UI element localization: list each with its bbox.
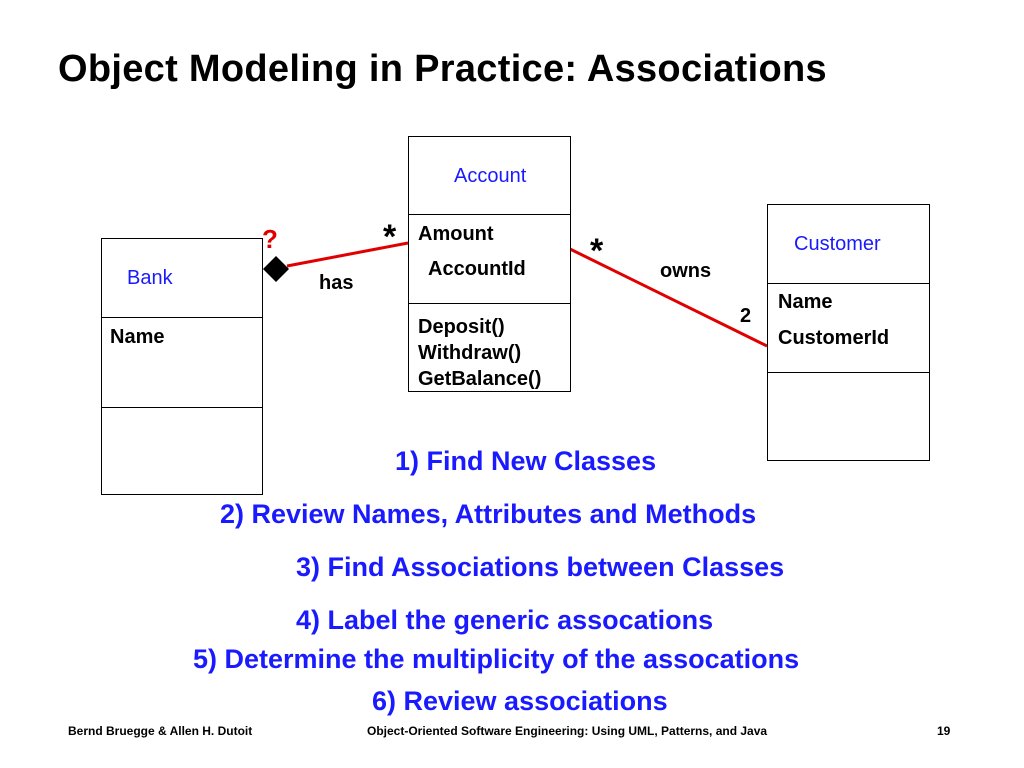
account-end-multiplicity-owns: * [590,232,604,270]
has-association-label: has [319,272,354,294]
account-attributes-compartment: Amount AccountId [409,214,570,303]
footer-page-number: 19 [937,724,951,738]
bank-end-multiplicity: ? [262,224,278,254]
step-1: 1) Find New Classes [395,446,657,476]
customer-attributes-compartment: Name CustomerId [768,283,929,372]
account-method-deposit: Deposit() [418,316,505,338]
account-attribute-amount: Amount [418,223,494,245]
footer-book-title: Object-Oriented Software Engineering: Us… [367,724,768,738]
owns-association-line [569,247,768,348]
customer-attribute-customerid: CustomerId [778,327,890,349]
step-2: 2) Review Names, Attributes and Methods [220,499,757,529]
bank-methods-compartment [102,407,262,494]
customer-name-compartment: Customer [768,205,929,283]
step-4: 4) Label the generic assocations [296,605,714,635]
bank-name-compartment: Bank [102,239,262,317]
step-5: 5) Determine the multiplicity of the ass… [193,644,800,674]
bank-attribute-name: Name [110,326,165,348]
step-3: 3) Find Associations between Classes [296,552,785,582]
account-method-getbalance: GetBalance() [418,368,542,390]
customer-class[interactable]: Customer Name CustomerId [767,204,930,461]
account-methods-compartment: Deposit() Withdraw() GetBalance() [409,303,570,391]
has-association-line [286,241,409,268]
customer-attribute-name: Name [778,291,833,313]
bank-class-name: Bank [127,267,173,289]
account-end-multiplicity-has: * [383,218,397,256]
account-name-compartment: Account [409,137,570,214]
step-6: 6) Review associations [372,686,668,716]
slide-title: Object Modeling in Practice: Association… [58,48,827,90]
customer-methods-compartment [768,372,929,460]
customer-end-multiplicity: 2 [740,305,752,327]
account-class[interactable]: Account Amount AccountId Deposit() Withd… [408,136,571,392]
account-method-withdraw: Withdraw() [418,342,522,364]
bank-class[interactable]: Bank Name [101,238,263,495]
aggregation-diamond [263,256,289,282]
account-class-name: Account [454,165,527,187]
account-attribute-accountid: AccountId [428,258,526,280]
owns-association-label: owns [660,260,712,282]
bank-attributes-compartment: Name [102,317,262,407]
footer-authors: Bernd Bruegge & Allen H. Dutoit [68,724,253,738]
customer-class-name: Customer [794,233,881,255]
